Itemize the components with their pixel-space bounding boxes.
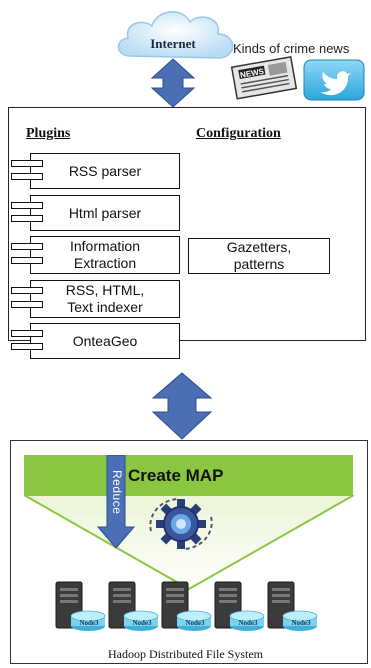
server-node-label: Node3 <box>238 619 258 627</box>
plugin-label-line2: Extraction <box>73 255 137 271</box>
bidirectional-arrow-middle <box>151 372 213 440</box>
crime-news-label: Kinds of crime news <box>233 41 350 56</box>
server-node: Node3 <box>214 581 265 631</box>
plugin-label-line1: Information <box>69 238 141 254</box>
plugin-onteageo: OnteaGeo <box>11 323 180 359</box>
configuration-header: Configuration <box>196 126 281 141</box>
server-row: Node3 Node3 Node3 Node3 Node3 <box>52 580 352 636</box>
internet-cloud <box>117 11 234 59</box>
server-node: Node3 <box>108 581 159 631</box>
plugin-information-extraction: Information Extraction <box>11 236 180 274</box>
plugin-rss-parser: RSS parser <box>11 153 180 189</box>
plugin-label: Html parser <box>68 204 142 221</box>
config-label-line1: Gazetters, <box>226 239 292 255</box>
plugin-label: RSS parser <box>68 162 142 179</box>
twitter-icon <box>303 59 365 101</box>
newspaper-icon: NEWS <box>230 56 298 100</box>
server-node-label: Node3 <box>185 619 205 627</box>
plugin-label-line1: RSS, HTML, <box>65 282 145 298</box>
server-node: Node3 <box>55 581 106 631</box>
server-node-label: Node3 <box>79 619 99 627</box>
server-node: Node3 <box>161 581 212 631</box>
reduce-arrow <box>96 455 136 549</box>
newspaper-title: NEWS <box>239 67 265 80</box>
config-label-line2: patterns <box>233 256 285 272</box>
server-node-label: Node3 <box>291 619 311 627</box>
hdfs-label: Hadoop Distributed File System <box>108 647 263 661</box>
plugin-label: OnteaGeo <box>72 332 138 349</box>
create-map-bar <box>24 455 353 495</box>
plugins-header: Plugins <box>26 126 71 141</box>
internet-label: Internet <box>150 36 196 51</box>
plugin-text-indexer: RSS, HTML, Text indexer <box>11 280 180 318</box>
plugin-html-parser: Html parser <box>11 195 180 231</box>
server-node: Node3 <box>267 581 318 631</box>
plugin-label-line2: Text indexer <box>67 299 143 315</box>
config-gazetters-patterns: Gazetters, patterns <box>188 238 330 274</box>
reduce-label: Reduce <box>110 470 124 515</box>
bidirectional-arrow-top <box>150 58 196 108</box>
server-node-label: Node3 <box>132 619 152 627</box>
create-map-label: Create MAP <box>128 466 224 485</box>
gear-icon <box>149 498 213 550</box>
